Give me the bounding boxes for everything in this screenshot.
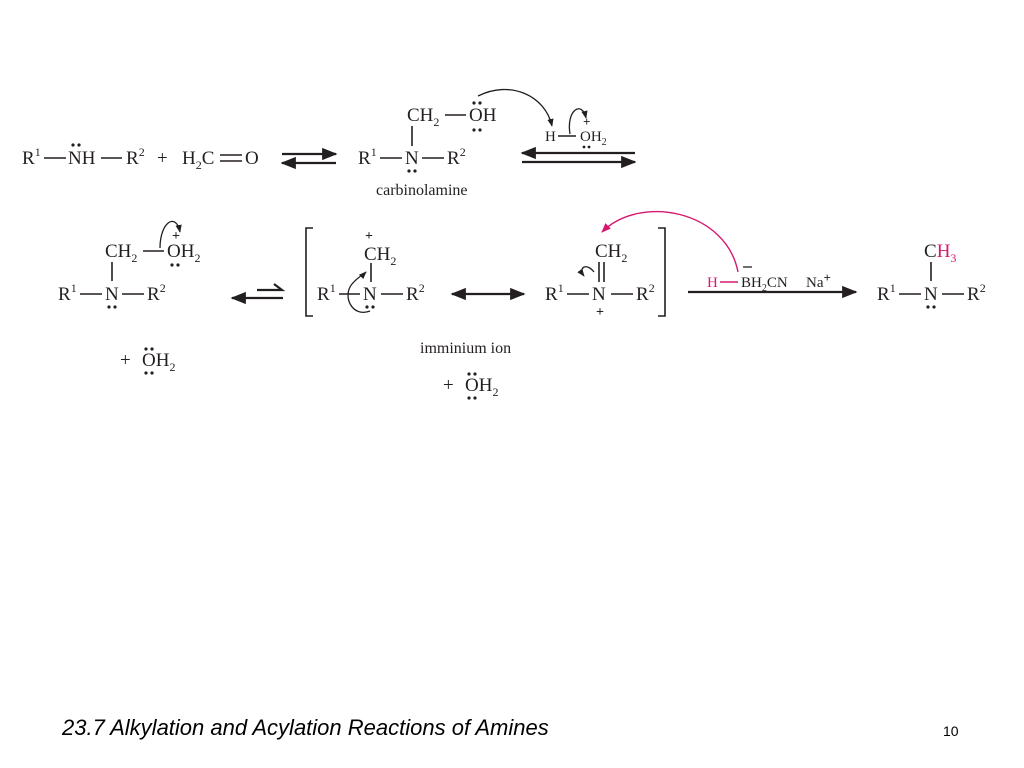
- carbinolamine-oh: OH: [469, 105, 497, 126]
- lone-pair-dot: [113, 305, 117, 309]
- carbinolamine-r2: R2: [447, 145, 466, 169]
- oxonium-r1: R1: [58, 281, 77, 305]
- lone-pair-dot: [150, 371, 154, 375]
- lone-pair-dot: [144, 347, 148, 351]
- carbinolamine-n: N: [405, 148, 419, 169]
- lone-pair-dot: [170, 263, 174, 267]
- oxonium-charge: +: [172, 229, 180, 244]
- curved-arrow-double-bond: [577, 266, 595, 277]
- lone-pair-dot: [371, 305, 375, 309]
- hydride-transfer-arrow: [601, 211, 739, 273]
- carbinolamine-r1: R1: [358, 145, 377, 169]
- resonance-bracket-right: [658, 227, 666, 317]
- formaldehyde-h2c: H2C: [182, 148, 214, 172]
- product-tertiary-amine: CH3 R1 N R2: [877, 241, 986, 309]
- lone-pair-dot: [478, 128, 482, 132]
- reagent-h: H: [707, 275, 718, 291]
- curved-arrow-lone-pair-to-bond: [347, 271, 371, 313]
- carbinolamine-ch2: CH2: [407, 105, 439, 129]
- formaldehyde-o: O: [245, 148, 259, 169]
- lone-pair-dot: [472, 128, 476, 132]
- lone-pair-dot: [77, 143, 81, 147]
- equilibrium-arrow-3: [230, 283, 286, 305]
- lone-pair-dot: [71, 143, 75, 147]
- product-r1: R1: [877, 281, 896, 305]
- lone-pair-dot: [150, 347, 154, 351]
- curved-arrow-c-o-bond: [159, 220, 182, 249]
- water-plus: +: [443, 375, 454, 396]
- oxonium-ch2: CH2: [105, 241, 137, 265]
- equilibrium-arrow-1: [280, 147, 338, 170]
- lone-pair-dot: [176, 263, 180, 267]
- lone-pair-dot: [365, 305, 369, 309]
- lone-pair-dot: [467, 372, 471, 376]
- hydronium-charge: +: [583, 114, 590, 129]
- lone-pair-dot: [926, 305, 930, 309]
- page-number: 10: [943, 723, 959, 739]
- carbocation-r2: R2: [406, 281, 425, 305]
- oxonium-oh2: OH2: [167, 241, 200, 265]
- iminium-label: imminium ion: [420, 340, 511, 357]
- amine-r2: R2: [126, 145, 145, 169]
- lone-pair-dot: [467, 396, 471, 400]
- iminium-n: N: [592, 284, 606, 305]
- cyanoborohydride-reagent: H BH2CN Na+: [707, 266, 831, 294]
- equilibrium-arrow-2: [520, 146, 637, 169]
- carbocation-r1: R1: [317, 281, 336, 305]
- amine-n: NH: [68, 148, 96, 169]
- oxonium-r2: R2: [147, 281, 166, 305]
- reagent-na: Na+: [806, 270, 831, 291]
- lone-pair-dot: [478, 101, 482, 105]
- carbocation-resonance-form: + CH2 R1 N R2: [317, 229, 425, 309]
- amine-r1: R1: [22, 145, 41, 169]
- carbinolamine-label: carbinolamine: [376, 182, 468, 199]
- plus-sign: +: [157, 148, 168, 169]
- curved-arrow-bond-to-o: [568, 108, 588, 135]
- product-r2: R2: [967, 281, 986, 305]
- lone-pair-dot: [932, 305, 936, 309]
- iminium-ch2: CH2: [595, 241, 627, 265]
- product-n: N: [924, 284, 938, 305]
- water-o: OH2: [465, 375, 498, 399]
- reductive-amination-scheme: R1 NH R2 + H2C O CH2 OH R1 N R2 carbinol…: [22, 88, 986, 400]
- lone-pair-dot: [472, 101, 476, 105]
- hydronium-h: H: [545, 129, 556, 145]
- carbocation-n: N: [363, 284, 377, 305]
- curved-arrow-oh-to-h: [477, 88, 554, 127]
- resonance-bracket-left: [305, 227, 313, 317]
- carbinolamine-molecule: CH2 OH R1 N R2 carbinolamine: [358, 101, 497, 199]
- lone-pair-dot: [107, 305, 111, 309]
- carbocation-ch2: CH2: [364, 244, 396, 268]
- hydronium-oh2: OH2: [580, 129, 607, 148]
- oxonium-n: N: [105, 284, 119, 305]
- iminium-resonance-form: CH2 R1 N R2 +: [545, 241, 655, 320]
- water-byproduct-right: + OH2: [443, 372, 498, 400]
- short-forward-harpoon: [257, 283, 286, 292]
- lone-pair-dot: [473, 372, 477, 376]
- product-ch3: CH3: [924, 241, 956, 265]
- iminium-charge: +: [596, 305, 604, 320]
- water-plus: +: [120, 350, 131, 371]
- lone-pair-dot: [407, 169, 411, 173]
- amine-molecule: R1 NH R2: [22, 143, 145, 169]
- lone-pair-dot: [473, 396, 477, 400]
- oxonium-intermediate: CH2 OH2 + R1 N R2: [58, 229, 200, 309]
- water-byproduct-left: + OH2: [120, 347, 175, 375]
- lone-pair-dot: [587, 145, 591, 149]
- lone-pair-dot: [413, 169, 417, 173]
- formaldehyde-molecule: H2C O: [182, 148, 259, 172]
- water-o: OH2: [142, 350, 175, 374]
- reagent-bh2cn: BH2CN: [741, 275, 788, 294]
- carbocation-charge: +: [365, 229, 373, 244]
- hydronium-ion: H OH2 +: [545, 114, 607, 149]
- slide-title: 23.7 Alkylation and Acylation Reactions …: [62, 715, 549, 740]
- lone-pair-dot: [144, 371, 148, 375]
- iminium-r1: R1: [545, 281, 564, 305]
- iminium-r2: R2: [636, 281, 655, 305]
- lone-pair-dot: [582, 145, 586, 149]
